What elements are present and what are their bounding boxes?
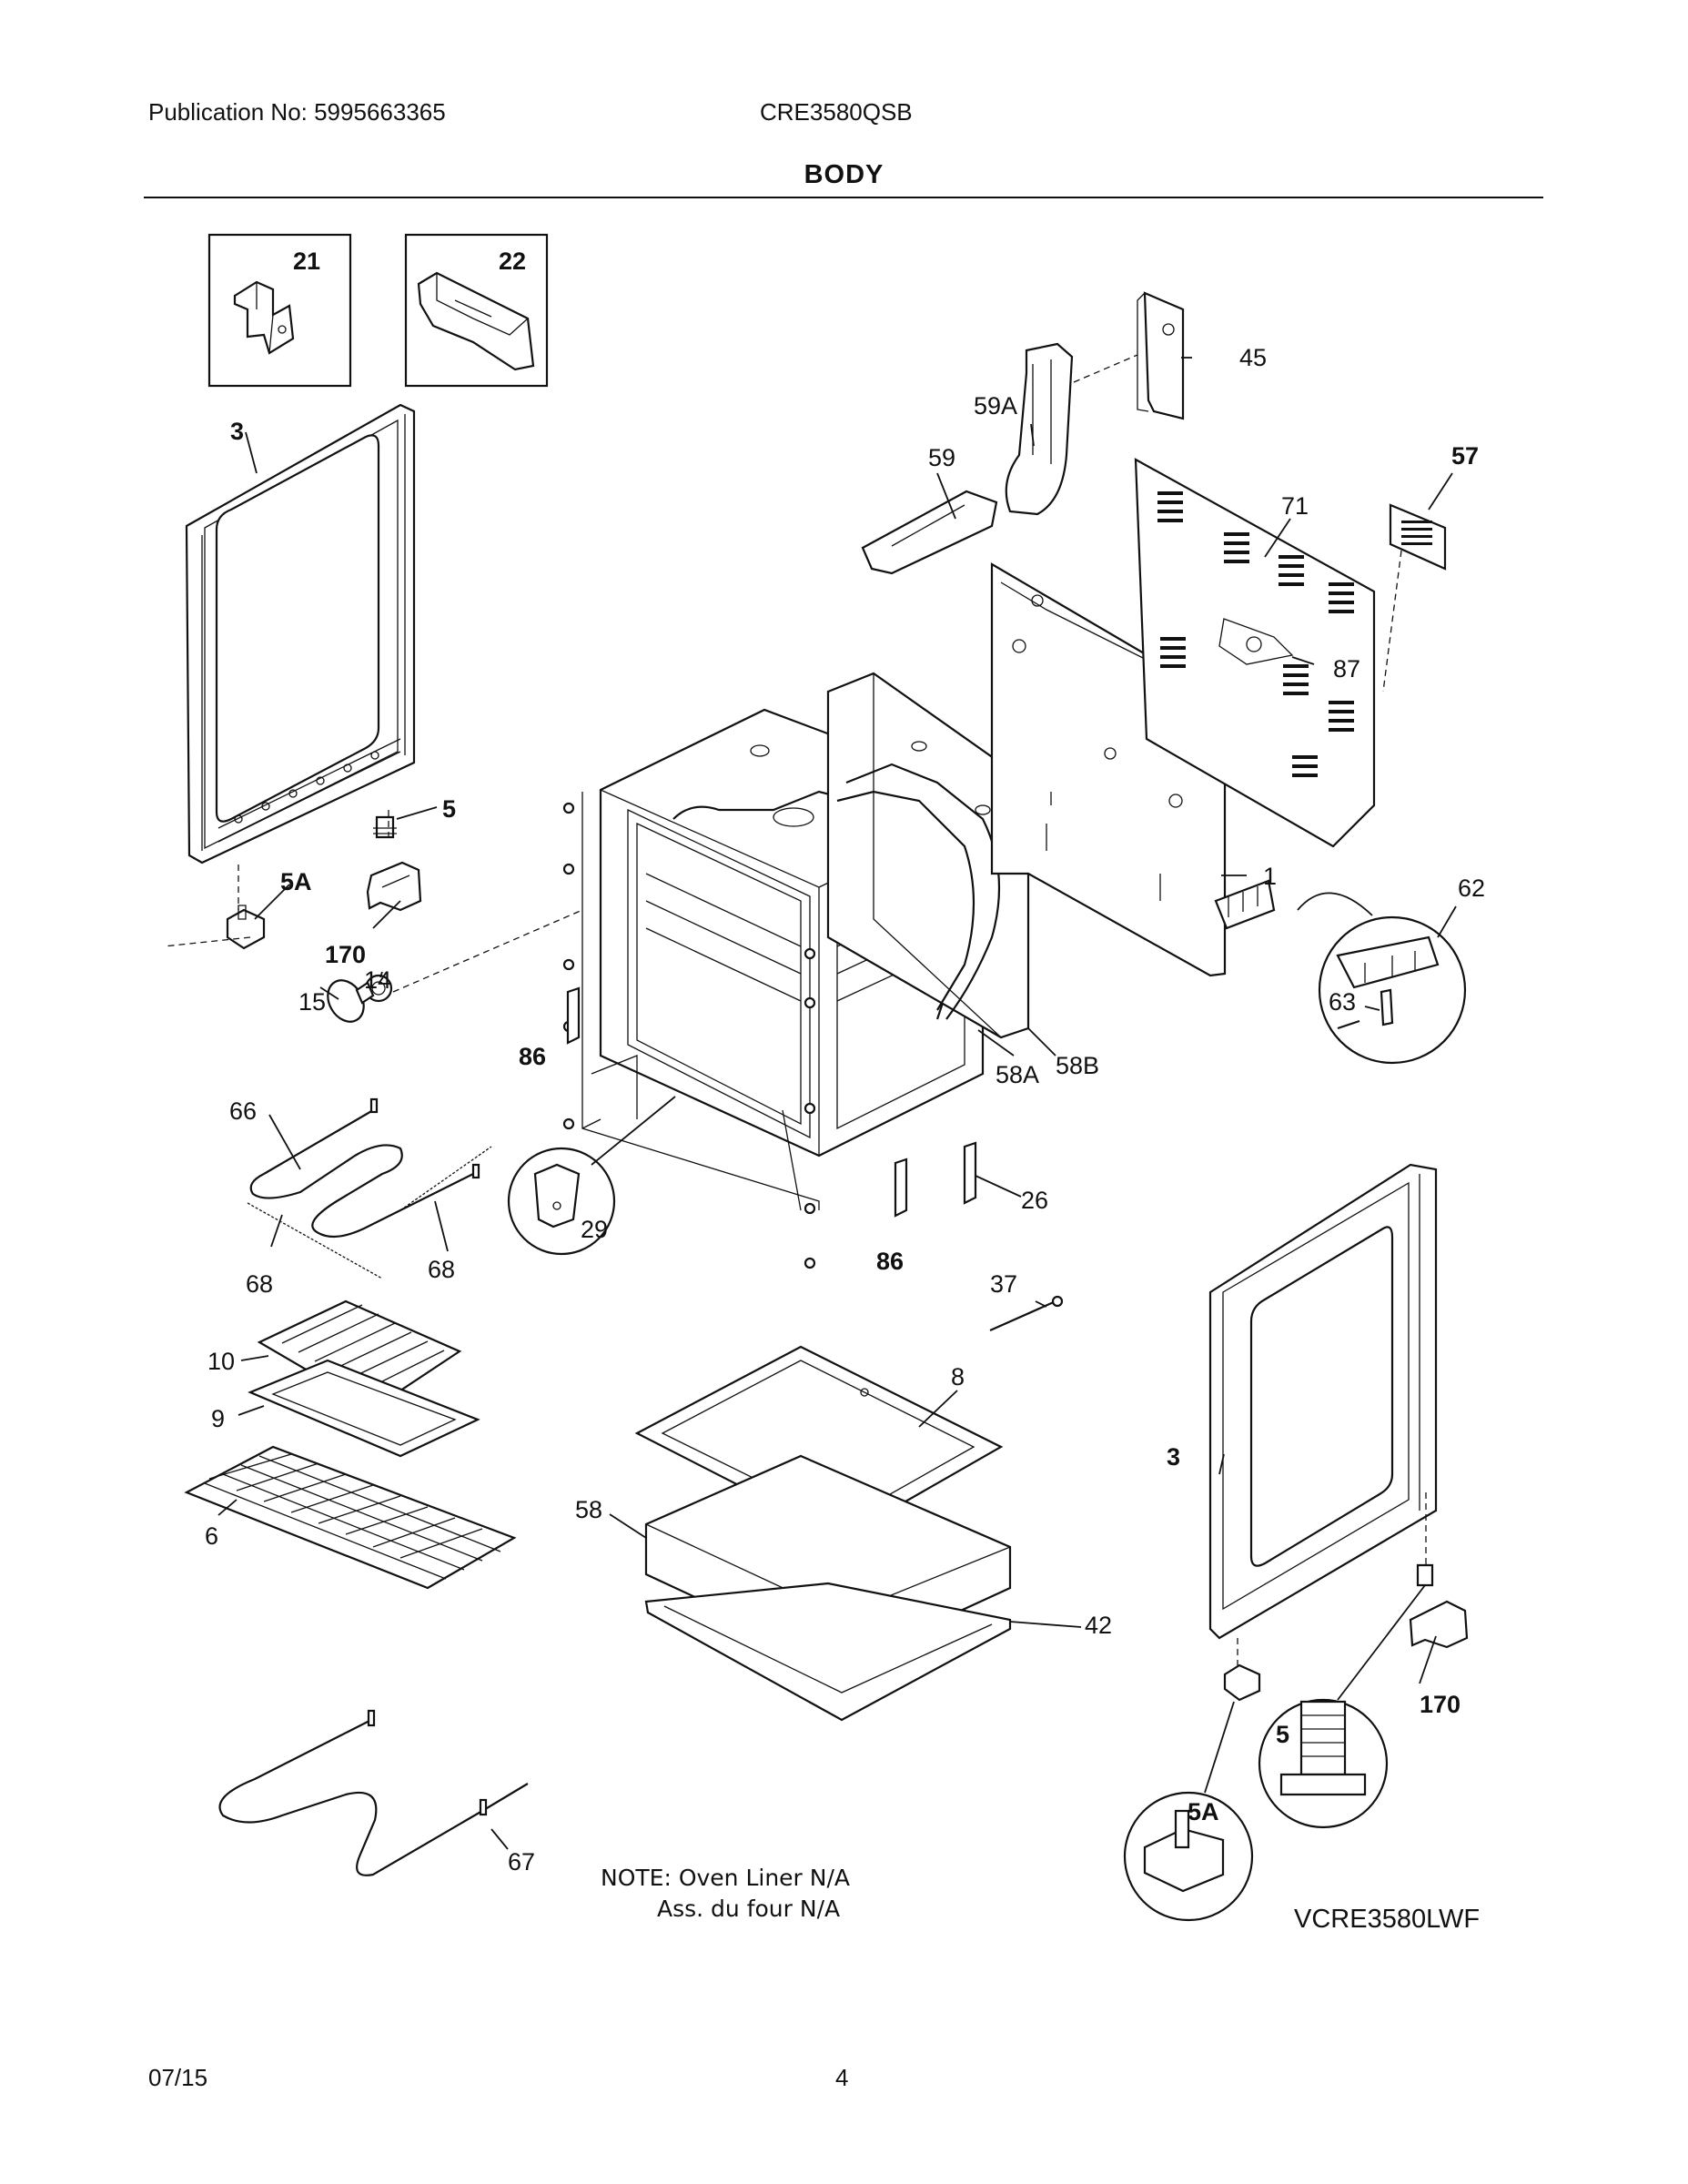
- part-22-box: [404, 233, 549, 388]
- part-170-bracket-right: [1409, 1600, 1469, 1649]
- leveler-detail-circle-5: [1258, 1698, 1389, 1829]
- callout-5a-right: 5A: [1188, 1798, 1219, 1825]
- page-number: 4: [835, 2064, 849, 2091]
- callout-21: 21: [293, 248, 320, 275]
- callout-87: 87: [1333, 655, 1360, 682]
- callout-71: 71: [1281, 492, 1309, 520]
- model-number: CRE3580QSB: [760, 98, 913, 126]
- callout-66: 66: [229, 1097, 257, 1125]
- rack-support-68: [247, 1146, 492, 1279]
- callout-5-right: 5: [1276, 1721, 1289, 1748]
- note-oven-liner-french: Ass. du four N/A: [657, 1896, 840, 1922]
- cover-plate-part-57: [1389, 503, 1447, 571]
- callout-59: 59: [928, 444, 955, 471]
- callout-86-right: 86: [876, 1248, 904, 1275]
- callout-86-left: 86: [519, 1043, 546, 1070]
- callout-5-left: 5: [442, 795, 456, 823]
- housing-part-45: [1137, 291, 1185, 420]
- callout-8: 8: [951, 1363, 965, 1390]
- callout-22: 22: [499, 248, 526, 275]
- part-5a-bracket-left: [226, 905, 266, 950]
- diagram-reference-code: VCRE3580LWF: [1294, 1905, 1480, 1934]
- part-15-bulb: [327, 979, 375, 1023]
- callout-3-left: 3: [230, 418, 244, 445]
- note-oven-liner: NOTE: Oven Liner N/A: [601, 1865, 850, 1891]
- duct-part-59a: [1005, 342, 1074, 516]
- callout-9: 9: [211, 1405, 225, 1432]
- callout-42: 42: [1085, 1612, 1112, 1639]
- rear-panel-part-71: [1134, 458, 1376, 848]
- callout-59a: 59A: [974, 392, 1017, 420]
- broil-element-part-66: [249, 1097, 480, 1239]
- publication-number: Publication No: 5995663365: [148, 98, 446, 126]
- callout-3-right: 3: [1167, 1443, 1180, 1471]
- callout-170-left: 170: [325, 941, 366, 968]
- publication-date: 07/15: [148, 2064, 208, 2091]
- callout-68-right: 68: [428, 1256, 455, 1283]
- callout-58a: 58A: [996, 1061, 1039, 1088]
- callout-26: 26: [1021, 1187, 1048, 1214]
- callout-45: 45: [1239, 344, 1267, 371]
- sensor-part-37: [989, 1295, 1064, 1332]
- part-5-leveler-right: [1416, 1563, 1434, 1587]
- hinge-receptacle-26: [963, 1141, 977, 1205]
- hinge-receptacle-86-right: [894, 1158, 908, 1218]
- callout-63: 63: [1329, 988, 1356, 1016]
- callout-58b: 58B: [1056, 1052, 1099, 1079]
- callout-15: 15: [298, 988, 326, 1016]
- insulation-58a-58b: [826, 672, 1030, 1039]
- callout-58: 58: [575, 1496, 602, 1523]
- callout-62: 62: [1458, 875, 1485, 902]
- callout-5a-left: 5A: [280, 868, 312, 895]
- assembly-lines: [163, 354, 1427, 1665]
- section-title: BODY: [804, 160, 884, 189]
- part-170-bracket-left: [366, 861, 422, 912]
- callout-67: 67: [508, 1848, 535, 1876]
- callout-6: 6: [205, 1522, 218, 1550]
- callout-29: 29: [581, 1216, 608, 1243]
- part-5-leveler-left: [373, 815, 397, 839]
- leader-lines: [217, 357, 1457, 1850]
- broiler-pan-part-9: [248, 1359, 480, 1458]
- callout-10: 10: [207, 1348, 235, 1375]
- oven-rack-part-6: [184, 1445, 517, 1590]
- callout-37: 37: [990, 1270, 1017, 1298]
- part-5a-bracket-right: [1223, 1663, 1261, 1702]
- callout-68-left: 68: [246, 1270, 273, 1298]
- terminal-block-part-62: [1214, 879, 1276, 930]
- right-door-part-3: [1208, 1163, 1438, 1640]
- oven-bottom-part-42: [644, 1582, 1012, 1722]
- bake-element-part-67: [218, 1709, 529, 1876]
- callout-1: 1: [1263, 863, 1277, 890]
- callout-14: 14: [364, 966, 391, 994]
- bracket-detail-circle-5a: [1123, 1791, 1254, 1922]
- bracket-detail-circle-29: [507, 1147, 616, 1256]
- part-21-box: [207, 233, 352, 388]
- hinge-receptacle-86-left: [566, 986, 581, 1045]
- callout-57: 57: [1451, 442, 1479, 470]
- terminal-detail-circle: [1318, 915, 1467, 1065]
- duct-part-59: [861, 490, 998, 575]
- left-door-part-3: [185, 403, 416, 864]
- callout-170-right: 170: [1420, 1691, 1461, 1718]
- header-rule: [144, 197, 1543, 198]
